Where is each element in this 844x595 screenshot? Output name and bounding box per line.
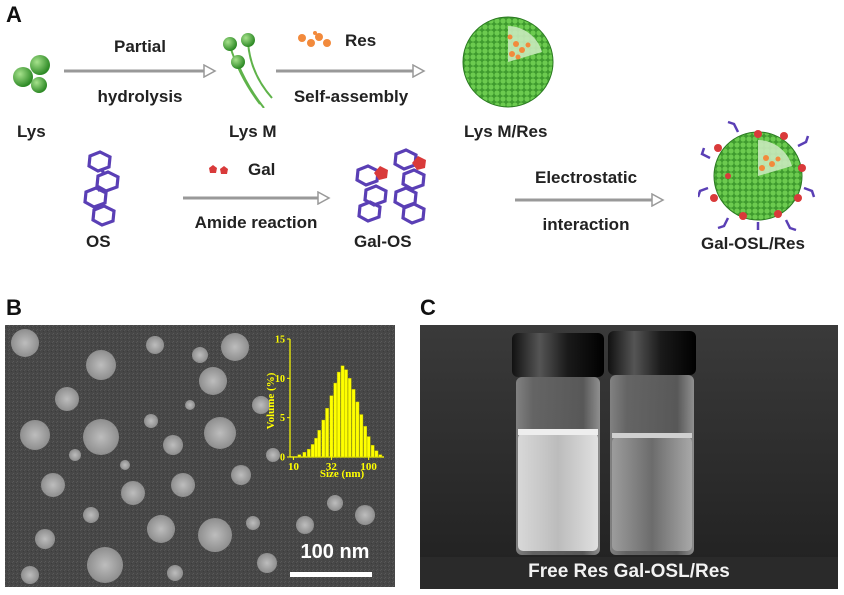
arrow-1-icon [64, 64, 217, 78]
inset-bar [329, 395, 334, 458]
vials-photo: Free Res Gal-OSL/Res [420, 325, 838, 589]
inset-bar [359, 414, 364, 458]
inset-bar [314, 437, 318, 458]
scale-bar [290, 572, 372, 577]
inset-xtick-label: 32 [326, 461, 338, 473]
inset-bars [297, 365, 383, 458]
step4-bottom-label: interaction [542, 215, 630, 234]
tem-image: 0 5 10 15 10 32 100 Volume (%) Size (nm) 100 n… [5, 325, 395, 587]
inset-ylabel: Volume (%) [265, 372, 277, 429]
inset-bar [325, 408, 329, 458]
lys-label: Lys [17, 122, 46, 141]
os-structure-icon [83, 150, 120, 227]
inset-bar [363, 426, 368, 458]
panel-a-label: A [6, 2, 22, 27]
inset-ytick-label: 10 [275, 374, 285, 385]
inset-xlabel: Size (nm) [320, 468, 365, 480]
inset-bar [370, 444, 375, 458]
arrow-4-icon [515, 193, 665, 207]
scale-bar-label: 100 nm [300, 541, 370, 563]
panel-c-label: C [420, 295, 436, 320]
inset-xtick-label: 10 [288, 461, 300, 473]
inset-bar [306, 448, 311, 458]
lysm-label: Lys M [229, 122, 277, 141]
inset-bar [321, 419, 326, 458]
vials-caption: Free Res Gal-OSL/Res [528, 561, 730, 582]
gal-os-label: Gal-OS [354, 232, 412, 251]
step1-top-label: Partial [114, 37, 166, 56]
inset-bar [374, 450, 379, 458]
gal-pentagons-icon [209, 165, 228, 174]
size-distribution-chart: 0 5 10 15 10 32 100 Volume (%) Size (nm) [265, 335, 384, 480]
inset-bar [333, 382, 338, 458]
step4-top-label: Electrostatic [534, 168, 638, 187]
inset-ytick-label: 5 [280, 413, 285, 424]
inset-bar [310, 444, 315, 458]
res-dots-icon [298, 31, 331, 47]
inset-bar [340, 365, 345, 458]
inset-bar [317, 430, 321, 458]
inset-bar [297, 454, 302, 458]
inset-ticks: 0 5 10 15 10 32 100 [275, 335, 377, 474]
inset-bar [355, 401, 360, 458]
gal-osl-res-particle-icon [698, 120, 816, 232]
inset-ytick-label: 15 [275, 335, 285, 346]
step3-top-label: Gal [248, 160, 276, 179]
step3-bottom-label: Amide reaction [194, 213, 318, 232]
inset-bar [302, 452, 307, 458]
arrow-2-icon [276, 64, 426, 78]
inset-bar [347, 378, 352, 458]
inset-bar [344, 369, 348, 458]
step2-bottom-label: Self-assembly [293, 87, 409, 106]
step1-bottom-label: hydrolysis [97, 87, 183, 106]
step2-top-label: Res [345, 31, 377, 50]
inset-bar [336, 371, 341, 458]
os-label: OS [86, 232, 111, 251]
panel-b-label: B [6, 295, 22, 320]
inset-xtick-label: 100 [360, 461, 377, 473]
gal-os-structure-icon [355, 148, 426, 225]
arrow-3-icon [183, 191, 331, 205]
vials-illustration [420, 325, 838, 589]
lysm-res-label: Lys M/Res [464, 122, 548, 141]
inset-bar [366, 436, 371, 458]
lysm-chains-icon [223, 33, 273, 108]
inset-bar [378, 454, 383, 458]
gal-osl-res-label: Gal-OSL/Res [701, 234, 805, 253]
inset-bar [351, 389, 356, 458]
lysm-res-particle-icon [462, 16, 554, 108]
lys-spheres-icon [13, 55, 50, 93]
inset-ytick-label: 0 [280, 453, 285, 464]
